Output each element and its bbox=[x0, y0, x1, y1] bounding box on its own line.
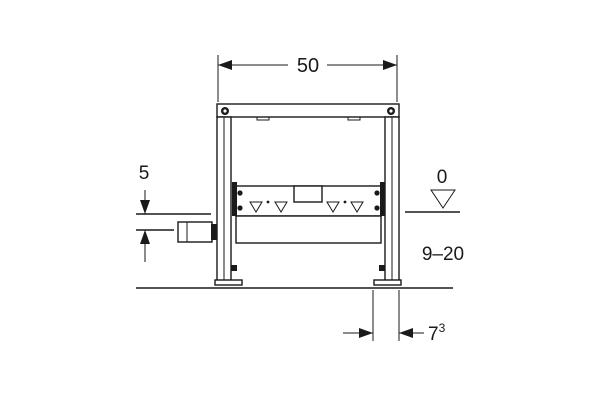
outlet-pipe bbox=[177, 221, 217, 243]
foot-offset-base: 7 bbox=[428, 324, 439, 345]
left-level-label: 5 bbox=[139, 163, 150, 184]
clip-right bbox=[347, 116, 361, 121]
triangle-marker-icon bbox=[274, 201, 288, 213]
arrow-left-icon bbox=[218, 60, 232, 70]
foot-offset-label: 73 bbox=[428, 321, 446, 345]
level-triangle-icon bbox=[430, 189, 456, 209]
screw-icon bbox=[374, 205, 380, 211]
right-level-marker: 0 9–20 bbox=[405, 167, 464, 265]
bolt-hole-icon bbox=[223, 109, 227, 113]
arrow-left-icon bbox=[399, 328, 413, 338]
box-center-plate bbox=[293, 185, 323, 203]
triangle-marker-icon bbox=[350, 201, 364, 213]
right-foot-bracket bbox=[379, 265, 385, 271]
arrow-down-icon bbox=[140, 200, 150, 214]
mounting-box bbox=[232, 182, 385, 244]
pipe-flange bbox=[211, 224, 217, 240]
left-foot bbox=[214, 279, 243, 286]
width-dimension: 50 bbox=[217, 55, 398, 102]
foot-offset-dimension: 73 bbox=[343, 290, 446, 345]
left-level-dimension: 5 bbox=[136, 163, 211, 262]
right-clamp bbox=[380, 182, 385, 216]
frame-legs bbox=[214, 116, 402, 286]
dot-icon bbox=[343, 200, 347, 204]
screw-icon bbox=[237, 205, 243, 211]
dot-icon bbox=[266, 200, 270, 204]
top-rail bbox=[216, 103, 400, 118]
right-level-label: 0 bbox=[437, 167, 448, 188]
width-label: 50 bbox=[297, 55, 319, 77]
arrow-right-icon bbox=[383, 60, 397, 70]
left-clamp bbox=[232, 182, 237, 216]
screw-icon bbox=[237, 190, 243, 196]
arrow-right-icon bbox=[359, 328, 373, 338]
screw-icon bbox=[374, 190, 380, 196]
bolt-hole-icon bbox=[389, 109, 393, 113]
triangle-marker-icon bbox=[249, 201, 263, 213]
foot-offset-sup: 3 bbox=[439, 321, 446, 335]
height-range-label: 9–20 bbox=[422, 244, 464, 265]
pipe-body bbox=[177, 221, 213, 243]
box-lower bbox=[235, 215, 382, 244]
arrow-up-icon bbox=[140, 230, 150, 244]
right-foot bbox=[373, 279, 402, 286]
frame-top-rail bbox=[216, 103, 400, 121]
clip-left bbox=[256, 116, 270, 121]
left-foot-bracket bbox=[231, 265, 237, 271]
triangle-marker-icon bbox=[326, 201, 340, 213]
